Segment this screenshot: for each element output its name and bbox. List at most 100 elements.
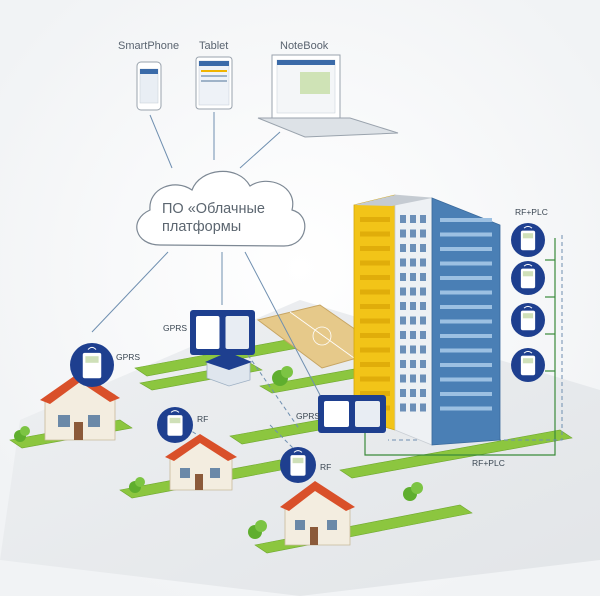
tower-balcony <box>360 391 390 396</box>
tower-balcony <box>360 347 390 353</box>
tower-window <box>410 244 416 252</box>
rfplc-tag-bottom: RF+PLC <box>472 458 505 468</box>
tower-window <box>420 389 426 397</box>
tower-window <box>410 316 416 325</box>
tower-window <box>420 287 426 296</box>
tower-window <box>400 273 406 281</box>
tower-window <box>420 258 426 267</box>
tower-window <box>420 360 426 368</box>
tower-glass-band <box>440 348 492 353</box>
meter-badge-tower-4 <box>511 348 545 382</box>
tower-glass-band <box>440 334 492 338</box>
tower-window <box>420 331 426 339</box>
tower-window <box>400 345 406 354</box>
gprs-tag-hub: GPRS <box>163 323 188 333</box>
tower-window <box>420 302 426 310</box>
cloud-shape <box>136 170 306 247</box>
tower-window <box>400 302 406 310</box>
tower-balcony <box>360 289 390 295</box>
tower-window <box>420 374 426 383</box>
trees <box>14 366 423 539</box>
meter-badge-tower-3 <box>511 303 545 337</box>
tower-balcony <box>360 362 390 367</box>
tower-window <box>400 316 406 325</box>
tower-window <box>400 287 406 296</box>
house-3 <box>280 481 355 546</box>
tower-balcony <box>360 246 390 251</box>
tower-window <box>410 302 416 310</box>
apartment-tower <box>353 194 501 446</box>
smartphone-label: SmartPhone <box>118 40 180 52</box>
plc-bus <box>364 238 556 456</box>
meter-badge-tower-1 <box>511 223 545 257</box>
tower-window <box>420 229 426 238</box>
tower-glass-band <box>440 406 492 411</box>
meter-badge-house3 <box>280 447 316 483</box>
tower-window <box>410 374 416 383</box>
rf-bus <box>388 235 563 441</box>
meter-badges <box>70 223 545 483</box>
tower-window <box>420 215 426 223</box>
tower-window <box>410 258 416 267</box>
hub-panel-kiosk <box>190 310 255 355</box>
tower-balcony <box>360 231 390 237</box>
tower-glass-band <box>440 218 492 222</box>
tower-window <box>400 229 406 238</box>
tower-window <box>420 244 426 252</box>
tablet-label: Tablet <box>199 40 229 52</box>
tablet-device <box>195 56 233 110</box>
notebook-label: NoteBook <box>280 40 329 52</box>
tower-glass-band <box>440 276 492 280</box>
tower-glass-band <box>440 261 492 266</box>
tower-glass-band <box>440 305 492 309</box>
tower-balcony <box>360 304 390 309</box>
gprs-tag-house: GPRS <box>116 352 141 362</box>
meter-badge-tower-2 <box>511 261 545 295</box>
tower-window <box>400 360 406 368</box>
tower-window <box>420 316 426 325</box>
tower-balcony <box>360 376 390 382</box>
tower-window <box>400 374 406 383</box>
substation-kiosk <box>205 352 252 387</box>
sports-court <box>256 304 387 369</box>
tower-glass-band <box>440 377 492 382</box>
tower-window <box>410 331 416 339</box>
tower-window <box>420 273 426 281</box>
tower-balcony <box>360 260 390 266</box>
tower-balcony <box>360 217 390 222</box>
tower-window <box>410 403 416 412</box>
tower-window <box>410 287 416 296</box>
tower-window <box>410 345 416 354</box>
tower-window <box>410 229 416 238</box>
tower-window <box>420 345 426 354</box>
tower-balcony <box>360 318 390 324</box>
tower-glass-band <box>440 392 492 396</box>
tower-window <box>410 273 416 281</box>
tower-window <box>400 389 406 397</box>
rf-tag-house2: RF <box>197 414 209 424</box>
tower-balcony <box>360 275 390 280</box>
tower-window <box>400 258 406 267</box>
cloud-label-line2: платформы <box>162 219 242 235</box>
tower-window <box>420 403 426 412</box>
house-2 <box>165 434 237 491</box>
meter-badge-house1 <box>70 343 114 387</box>
tower-glass-band <box>440 232 492 237</box>
tower-balcony <box>360 333 390 338</box>
tower-glass-band <box>440 247 492 251</box>
tower-window <box>410 389 416 397</box>
notebook-device <box>257 54 399 138</box>
tower-window <box>400 215 406 223</box>
tower-glass-band <box>440 290 492 295</box>
house-1 <box>40 372 120 441</box>
meter-badge-house2 <box>157 407 193 443</box>
tower-window <box>400 244 406 252</box>
hub-panel-building <box>318 395 386 433</box>
tower-glass-band <box>440 363 492 367</box>
cloud-label-line1: ПО «Облачные <box>162 201 265 217</box>
gprs-tag-building: GPRS <box>296 411 321 421</box>
tower-window <box>400 403 406 412</box>
tower-window <box>410 215 416 223</box>
cloud-links <box>91 112 321 396</box>
